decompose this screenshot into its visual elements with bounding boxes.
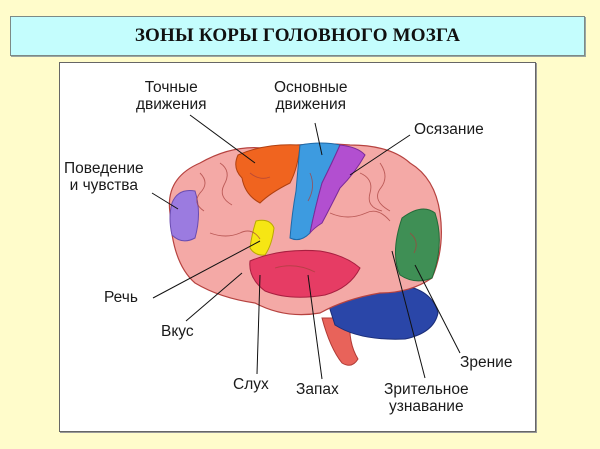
- zone-behavior: [169, 190, 199, 242]
- gyri-lines: [196, 162, 417, 273]
- zone-speech: [249, 219, 275, 256]
- zone-vision: [395, 208, 440, 282]
- diagram-frame: Точные движения Основные движения Осязан…: [59, 62, 536, 432]
- label-fine-movements: Точные движения: [136, 79, 207, 113]
- callout-lines: [151, 114, 461, 380]
- label-touch: Осязание: [414, 121, 484, 138]
- label-taste: Вкус: [161, 323, 194, 340]
- label-behavior: Поведение и чувства: [64, 160, 144, 194]
- label-vision: Зрение: [460, 354, 513, 371]
- label-speech: Речь: [104, 289, 138, 306]
- label-basic-movements: Основные движения: [274, 79, 348, 113]
- page-title: ЗОНЫ КОРЫ ГОЛОВНОГО МОЗГА: [134, 25, 461, 46]
- zone-fine-movements: [235, 144, 301, 204]
- label-visual-recognition: Зрительное узнавание: [384, 381, 469, 415]
- label-hearing: Слух: [233, 376, 269, 393]
- label-smell: Запах: [296, 381, 339, 398]
- title-bar: ЗОНЫ КОРЫ ГОЛОВНОГО МОЗГА: [10, 16, 585, 56]
- brain-illustration: [151, 114, 461, 380]
- zone-temporal: [249, 249, 361, 298]
- zone-touch: [309, 144, 366, 234]
